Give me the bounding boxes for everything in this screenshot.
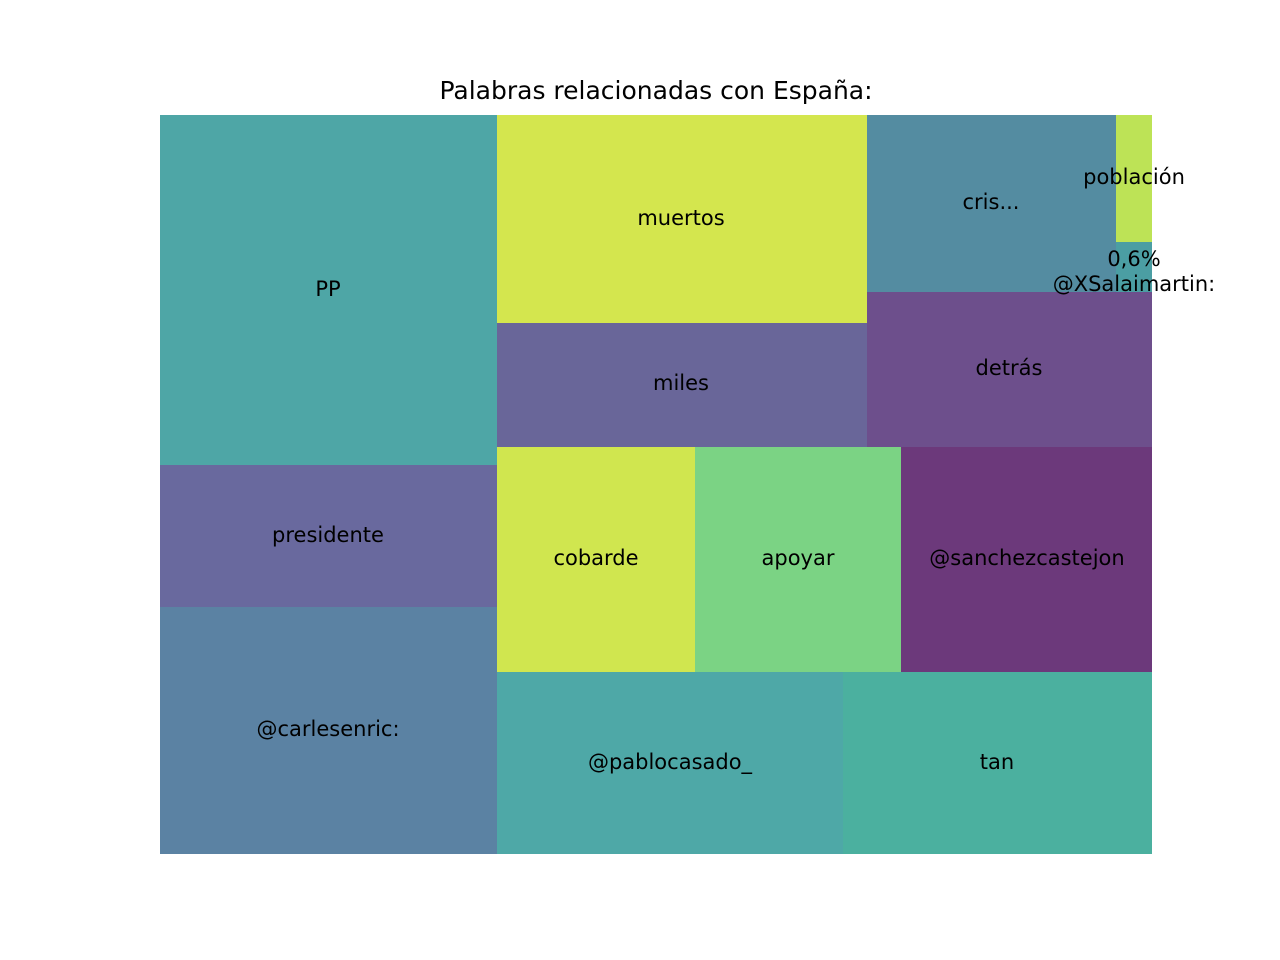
treemap-label-pp: PP [315,277,340,301]
treemap-cell-carlesenric [160,607,497,854]
treemap-cell-apoyar [695,447,901,672]
treemap-label-cris: cris... [963,190,1020,214]
chart-title: Palabras relacionadas con España: [439,76,872,105]
treemap-label-presidente: presidente [272,523,384,547]
treemap-cell-muertos [497,115,867,323]
treemap-cell-pp [160,115,497,465]
treemap-cell-cris [867,115,1116,292]
treemap-label-tan: tan [980,750,1014,774]
treemap-cell-0-6 [1116,242,1152,292]
treemap-label-muertos: muertos [637,206,724,230]
treemap-label-miles: miles [653,371,709,395]
treemap-cell-pablocasado [497,672,843,854]
treemap-cell-poblaci-n [1116,115,1152,242]
treemap-cell-sanchezcastejon [901,447,1152,672]
treemap-cell-miles [497,323,867,447]
treemap-label-carlesenric: @carlesenric: [256,717,399,741]
treemap-label-detr-s: detrás [976,356,1043,380]
treemap-label-sanchezcastejon: @sanchezcastejon [929,546,1124,570]
treemap-label-cobarde: cobarde [553,546,638,570]
treemap-label-apoyar: apoyar [762,546,835,570]
treemap-label-pablocasado: @pablocasado_ [588,750,753,775]
treemap-cell-presidente [160,465,497,607]
treemap-cell-tan [843,672,1152,854]
treemap-labels: PP presidente @carlesenric: muertos miles cri… [256,165,1215,775]
treemap-cell-cobarde [497,447,695,672]
treemap-label-poblaci-n: población [1083,165,1185,189]
treemap-cell-detr-s [867,292,1152,447]
treemap-label-xsalaimartin: @XSalaimartin: [1053,272,1216,296]
treemap-label-0-6: 0,6% [1107,247,1160,271]
treemap-cells [160,115,1152,854]
